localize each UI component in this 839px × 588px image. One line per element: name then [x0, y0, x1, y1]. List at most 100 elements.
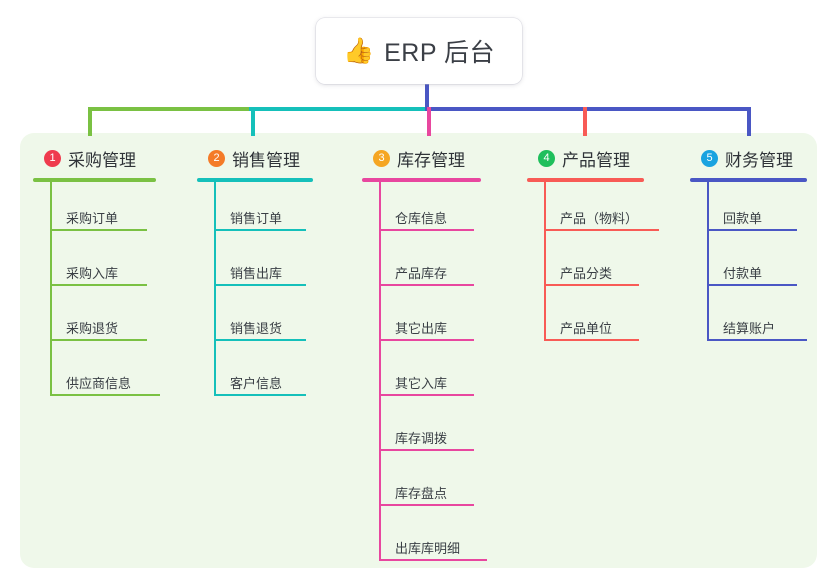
mindmap-panel: [20, 133, 817, 568]
leaf-label: 其它入库: [395, 376, 448, 391]
leaf-label: 客户信息: [230, 376, 283, 391]
leaf-item[interactable]: 出库库明细: [362, 512, 487, 567]
leaf-list-1: 采购订单 采购入库 采购退货 供应商信息: [33, 182, 160, 402]
leaf-item[interactable]: 产品分类: [527, 237, 644, 292]
leaf-item[interactable]: 采购入库: [33, 237, 156, 292]
leaf-label: 产品（物料）: [560, 211, 639, 226]
leaf-label: 销售订单: [230, 211, 283, 226]
leaf-label: 产品单位: [560, 321, 613, 336]
leaf-item[interactable]: 回款单: [690, 182, 807, 237]
leaf-item[interactable]: 客户信息: [197, 347, 313, 402]
column-header-4[interactable]: 4 产品管理: [527, 145, 644, 171]
leaf-rule: [707, 339, 807, 341]
leaf-item[interactable]: 产品（物料）: [527, 182, 659, 237]
leaf-item[interactable]: 其它出库: [362, 292, 481, 347]
column-5: 5 财务管理 回款单 付款单 结算账户: [690, 145, 807, 347]
leaf-rule: [379, 559, 487, 561]
leaf-rule: [214, 229, 306, 231]
column-header-5[interactable]: 5 财务管理: [690, 145, 807, 171]
leaf-rule: [379, 229, 474, 231]
drop-2: [251, 107, 255, 136]
leaf-rule: [214, 284, 306, 286]
leaf-item[interactable]: 产品库存: [362, 237, 481, 292]
column-badge-5: 5: [701, 149, 718, 167]
column-spine-2: [214, 182, 216, 396]
column-rule-5: [690, 178, 807, 182]
column-title-1: 采购管理: [68, 150, 136, 170]
column-header-2[interactable]: 2 销售管理: [197, 145, 313, 171]
leaf-label: 库存调拨: [395, 431, 448, 446]
bus-teal: [249, 107, 427, 111]
column-2: 2 销售管理 销售订单 销售出库 销售退货 客户信息: [197, 145, 313, 402]
leaf-rule: [707, 284, 797, 286]
thumbs-up-icon: 👍: [342, 36, 375, 65]
column-title-3: 库存管理: [397, 150, 465, 170]
leaf-rule: [544, 229, 659, 231]
column-3: 3 库存管理 仓库信息 产品库存 其它出库 其它入库 库存调拨 库存盘点 出库库…: [362, 145, 487, 567]
leaf-item[interactable]: 库存盘点: [362, 457, 481, 512]
trunk-line: [425, 84, 429, 111]
leaf-list-5: 回款单 付款单 结算账户: [690, 182, 807, 347]
column-header-1[interactable]: 1 采购管理: [33, 145, 156, 171]
leaf-label: 供应商信息: [66, 376, 132, 391]
leaf-rule: [214, 394, 306, 396]
leaf-list-3: 仓库信息 产品库存 其它出库 其它入库 库存调拨 库存盘点 出库库明细: [362, 182, 487, 567]
leaf-item[interactable]: 供应商信息: [33, 347, 160, 402]
column-badge-1: 1: [44, 149, 61, 167]
leaf-label: 库存盘点: [395, 486, 448, 501]
leaf-item[interactable]: 付款单: [690, 237, 807, 292]
leaf-item[interactable]: 销售退货: [197, 292, 313, 347]
leaf-item[interactable]: 库存调拨: [362, 402, 481, 457]
column-title-4: 产品管理: [562, 150, 630, 170]
bus-green: [88, 107, 251, 111]
leaf-rule: [50, 394, 160, 396]
leaf-rule: [544, 339, 639, 341]
leaf-rule: [379, 394, 474, 396]
leaf-label: 销售出库: [230, 266, 283, 281]
leaf-item[interactable]: 产品单位: [527, 292, 644, 347]
column-spine-5: [707, 182, 709, 341]
column-rule-1: [33, 178, 156, 182]
leaf-label: 产品分类: [560, 266, 613, 281]
leaf-rule: [50, 339, 147, 341]
column-rule-4: [527, 178, 644, 182]
column-title-2: 销售管理: [232, 150, 300, 170]
leaf-list-2: 销售订单 销售出库 销售退货 客户信息: [197, 182, 313, 402]
column-badge-4: 4: [538, 149, 555, 167]
leaf-item[interactable]: 销售订单: [197, 182, 313, 237]
leaf-label: 销售退货: [230, 321, 283, 336]
leaf-label: 采购订单: [66, 211, 119, 226]
column-rule-3: [362, 178, 481, 182]
leaf-label: 仓库信息: [395, 211, 448, 226]
root-title: ERP 后台: [384, 39, 496, 67]
leaf-label: 付款单: [723, 266, 763, 281]
column-badge-3: 3: [373, 149, 390, 167]
drop-3: [427, 107, 431, 136]
leaf-rule: [707, 229, 797, 231]
leaf-label: 结算账户: [723, 321, 776, 336]
drop-5: [747, 107, 751, 136]
column-header-3[interactable]: 3 库存管理: [362, 145, 481, 171]
leaf-label: 其它出库: [395, 321, 448, 336]
leaf-item[interactable]: 采购订单: [33, 182, 156, 237]
column-spine-1: [50, 182, 52, 396]
column-spine-4: [544, 182, 546, 341]
leaf-item[interactable]: 销售出库: [197, 237, 313, 292]
leaf-label: 产品库存: [395, 266, 448, 281]
leaf-item[interactable]: 采购退货: [33, 292, 156, 347]
leaf-rule: [50, 229, 147, 231]
column-1: 1 采购管理 采购订单 采购入库 采购退货 供应商信息: [33, 145, 160, 402]
leaf-item[interactable]: 结算账户: [690, 292, 807, 347]
leaf-item[interactable]: 仓库信息: [362, 182, 481, 237]
root-node[interactable]: 👍 ERP 后台: [316, 18, 522, 84]
leaf-list-4: 产品（物料） 产品分类 产品单位: [527, 182, 659, 347]
leaf-item[interactable]: 其它入库: [362, 347, 481, 402]
leaf-rule: [379, 339, 474, 341]
column-spine-3: [379, 182, 381, 561]
leaf-rule: [544, 284, 639, 286]
leaf-rule: [379, 504, 474, 506]
leaf-label: 出库库明细: [395, 541, 461, 556]
leaf-rule: [379, 284, 474, 286]
drop-4: [583, 107, 587, 136]
